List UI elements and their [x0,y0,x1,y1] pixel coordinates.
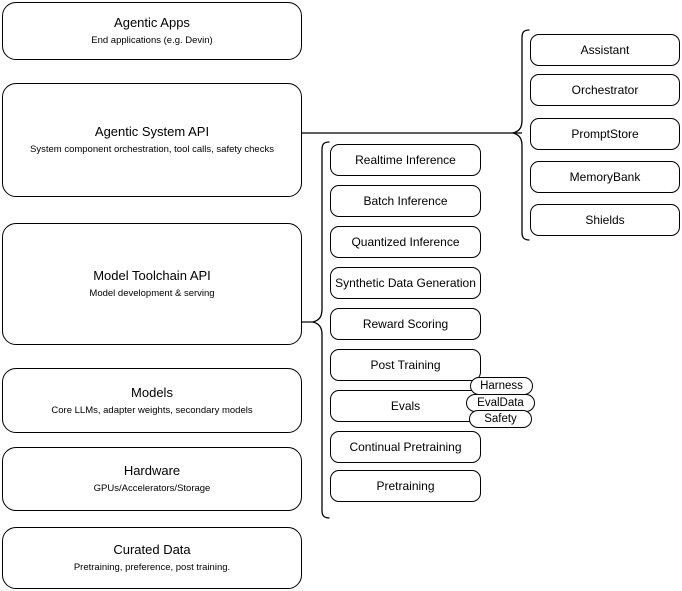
system-component-promptstore[interactable]: PromptStore [530,118,680,150]
layer-subtitle: Model development & serving [89,288,215,299]
layer-model-toolchain-api[interactable]: Model Toolchain API Model development & … [2,223,302,345]
capability-label: Evals [390,398,421,413]
layer-subtitle: GPUs/Accelerators/Storage [93,483,211,494]
system-component-assistant[interactable]: Assistant [530,34,680,66]
layer-curated-data[interactable]: Curated Data Pretraining, preference, po… [2,527,302,589]
capability-label: Realtime Inference [355,152,456,167]
capability-pretraining[interactable]: Pretraining [330,470,481,502]
system-component-label: Assistant [580,42,630,57]
layer-title: Agentic System API [94,124,210,139]
system-component-label: Shields [585,212,625,227]
layer-agentic-system-api[interactable]: Agentic System API System component orch… [2,83,302,197]
evals-badge-safety[interactable]: Safety [469,410,532,428]
layer-hardware[interactable]: Hardware GPUs/Accelerators/Storage [2,447,302,511]
layer-title: Agentic Apps [114,15,190,30]
layer-subtitle: Core LLMs, adapter weights, secondary mo… [51,404,253,416]
system-component-label: MemoryBank [569,169,641,184]
capability-evals[interactable]: Evals [330,390,481,422]
capability-continual-pretraining[interactable]: Continual Pretraining [330,431,481,463]
capability-label: Pretraining [376,478,435,493]
system-component-memorybank[interactable]: MemoryBank [530,161,680,193]
capability-quantized-inference[interactable]: Quantized Inference [330,226,481,258]
capability-label: Post Training [370,357,441,372]
layer-subtitle: End applications (e.g. Devin) [91,35,213,46]
capability-synthetic-data-generation[interactable]: Synthetic Data Generation [330,267,481,299]
capability-batch-inference[interactable]: Batch Inference [330,185,481,217]
capability-realtime-inference[interactable]: Realtime Inference [330,144,481,176]
capability-label: Batch Inference [363,193,448,208]
layer-subtitle: Pretraining, preference, post training. [73,562,231,573]
capability-post-training[interactable]: Post Training [330,349,481,381]
system-component-orchestrator[interactable]: Orchestrator [530,74,680,106]
layer-title: Models [131,384,173,400]
layer-subtitle: System component orchestration, tool cal… [30,144,274,155]
capability-reward-scoring[interactable]: Reward Scoring [330,308,481,340]
evals-badge-label: Harness [480,379,523,392]
capability-label: Synthetic Data Generation [335,275,476,290]
evals-badge-label: EvalData [477,396,524,409]
evals-badge-harness[interactable]: Harness [470,377,533,395]
layer-agentic-apps[interactable]: Agentic Apps End applications (e.g. Devi… [2,2,302,60]
layer-title: Hardware [123,463,181,478]
layer-title: Curated Data [113,542,191,557]
system-component-label: Orchestrator [571,82,639,97]
system-component-shields[interactable]: Shields [530,204,680,236]
capability-label: Continual Pretraining [349,439,462,454]
evals-badge-label: Safety [484,412,517,425]
capability-label: Reward Scoring [362,316,449,331]
layer-title: Model Toolchain API [93,268,211,283]
capability-label: Quantized Inference [351,234,460,249]
system-component-label: PromptStore [571,126,639,141]
layer-models[interactable]: Models Core LLMs, adapter weights, secon… [2,368,302,433]
